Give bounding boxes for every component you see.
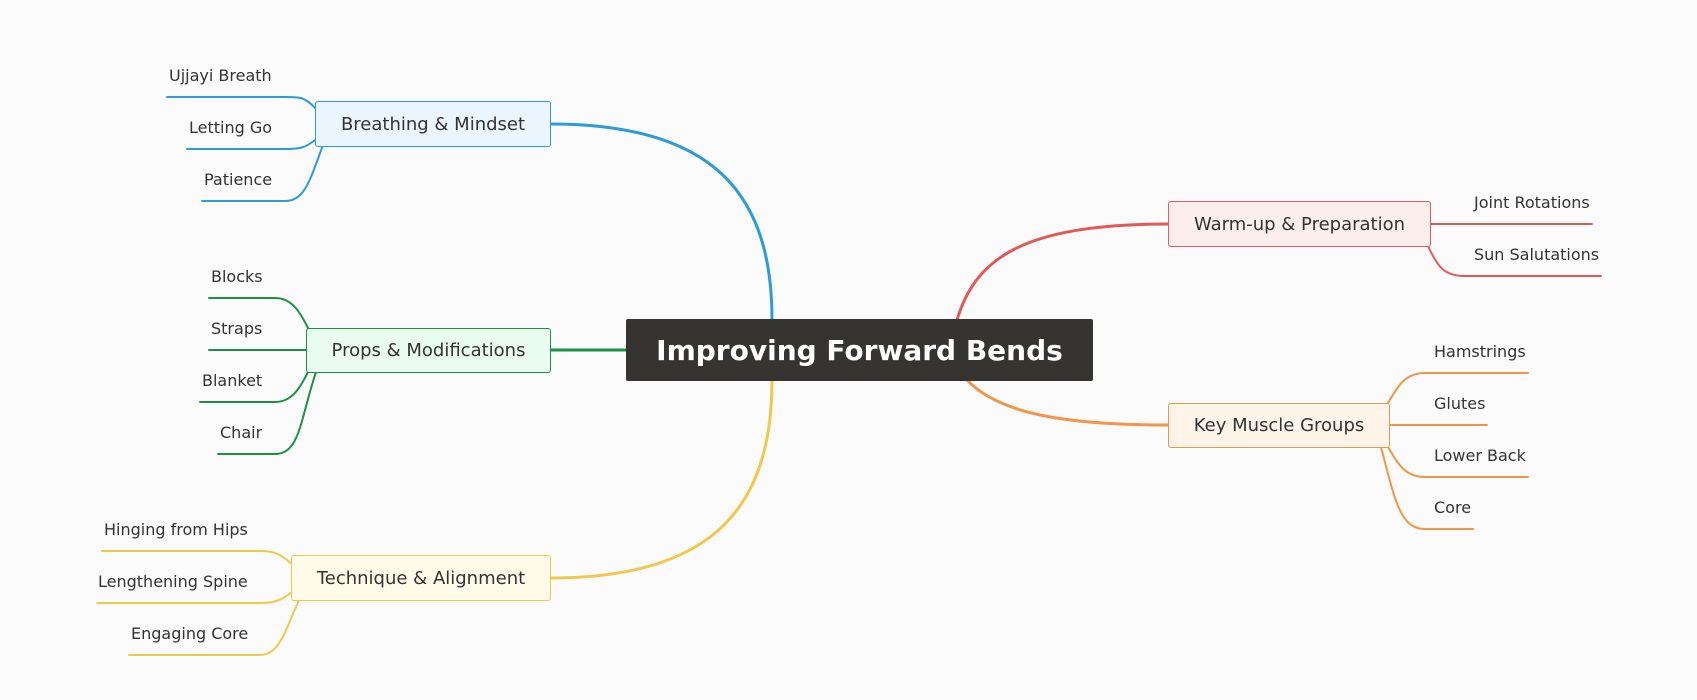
branch-warmup-preparation[interactable]: Warm-up & Preparation xyxy=(1168,201,1431,247)
leaf-line-engaging xyxy=(128,597,301,656)
central-topic[interactable]: Improving Forward Bends xyxy=(626,319,1093,381)
leaf-line-lengthening xyxy=(96,591,293,604)
leaf-line-blocks xyxy=(208,297,309,329)
connector-technique xyxy=(549,378,774,580)
branch-props-modifications[interactable]: Props & Modifications xyxy=(306,328,551,373)
connector-muscles xyxy=(965,378,1170,427)
branch-key-muscle-groups[interactable]: Key Muscle Groups xyxy=(1168,403,1390,448)
leaf-line-core xyxy=(1380,446,1474,530)
leaf-line-hamstrings xyxy=(1387,372,1529,404)
leaf-engaging-core[interactable]: Engaging Core xyxy=(131,624,249,643)
leaf-blocks[interactable]: Blocks xyxy=(211,267,263,286)
leaf-ujjayi-breath[interactable]: Ujjayi Breath xyxy=(169,66,272,85)
branch-breathing-mindset[interactable]: Breathing & Mindset xyxy=(315,101,551,147)
leaf-core[interactable]: Core xyxy=(1434,498,1472,517)
leaf-patience[interactable]: Patience xyxy=(204,170,273,189)
branch-technique-alignment[interactable]: Technique & Alignment xyxy=(291,555,551,601)
leaf-letting-go[interactable]: Letting Go xyxy=(189,118,273,137)
leaf-hamstrings[interactable]: Hamstrings xyxy=(1434,342,1526,361)
leaf-hinging-from-hips[interactable]: Hinging from Hips xyxy=(104,520,248,539)
leaf-line-sun-salutations xyxy=(1427,245,1602,277)
leaf-glutes[interactable]: Glutes xyxy=(1434,394,1486,413)
leaf-line-letting-go xyxy=(186,139,316,150)
leaf-chair[interactable]: Chair xyxy=(220,423,263,442)
leaf-lengthening-spine[interactable]: Lengthening Spine xyxy=(98,572,248,591)
leaf-line-lower-back xyxy=(1387,446,1529,478)
leaf-sun-salutations[interactable]: Sun Salutations xyxy=(1474,245,1600,264)
leaf-line-blanket xyxy=(199,371,309,403)
connector-breathing xyxy=(549,122,774,322)
connector-warmup xyxy=(955,222,1170,322)
leaf-line-hinging xyxy=(101,550,293,565)
leaf-line-patience xyxy=(201,144,324,202)
leaf-straps[interactable]: Straps xyxy=(211,319,263,338)
leaf-joint-rotations[interactable]: Joint Rotations xyxy=(1474,193,1590,212)
leaf-line-ujjayi xyxy=(166,96,316,109)
leaf-blanket[interactable]: Blanket xyxy=(202,371,263,390)
leaf-line-chair xyxy=(217,371,317,455)
leaf-lower-back[interactable]: Lower Back xyxy=(1434,446,1526,465)
